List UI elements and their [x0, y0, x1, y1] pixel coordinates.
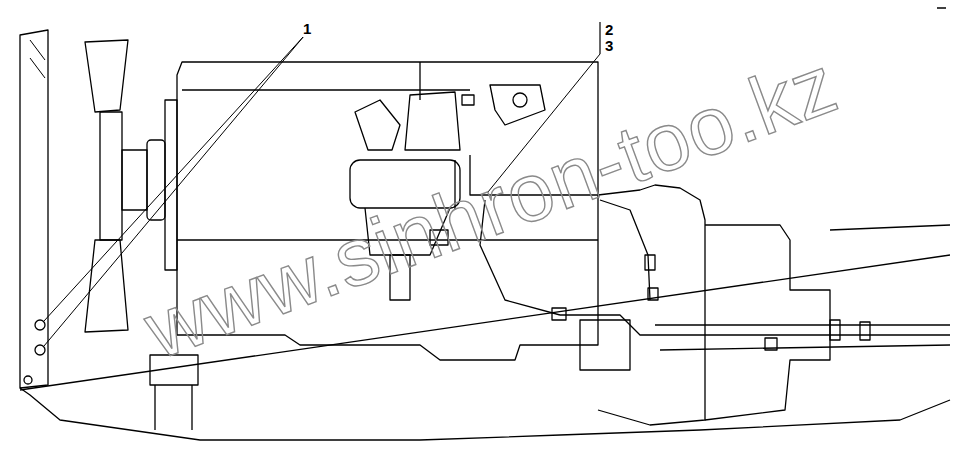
- callout-number: 1: [302, 21, 312, 37]
- callout-number: 2: [604, 22, 614, 38]
- callout-number: 3: [604, 38, 614, 54]
